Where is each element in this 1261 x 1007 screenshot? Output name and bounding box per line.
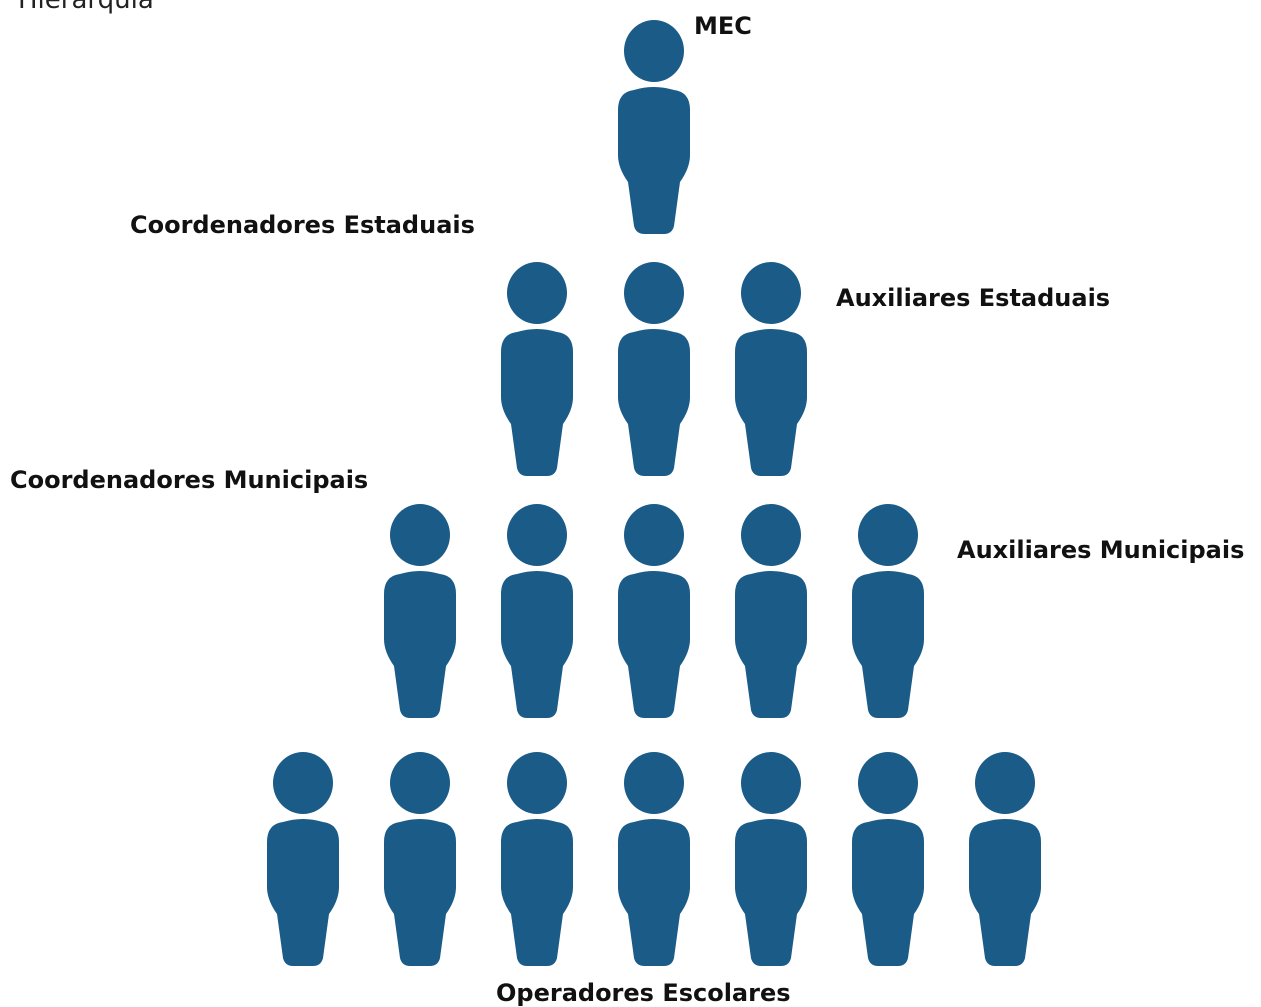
label-mec: MEC [694,12,752,40]
label-coordenadores-estaduais: Coordenadores Estaduais [130,211,475,239]
person-icon [616,752,692,968]
person-icon [499,752,575,968]
person-icon [733,262,809,478]
person-icon [265,752,341,968]
person-icon [850,504,926,720]
person-icon [616,504,692,720]
person-icon [850,752,926,968]
person-icon [733,504,809,720]
person-icon [499,504,575,720]
label-auxiliares-estaduais: Auxiliares Estaduais [836,284,1111,312]
person-icon [967,752,1043,968]
person-icon [616,262,692,478]
person-icon [499,262,575,478]
person-icon [616,20,692,236]
label-coordenadores-municipais: Coordenadores Municipais [10,466,369,494]
page-title: Hierarquia [18,0,154,15]
person-icon [733,752,809,968]
label-operadores-escolares: Operadores Escolares [496,979,791,1007]
label-auxiliares-municipais: Auxiliares Municipais [957,536,1245,564]
person-icon [382,504,458,720]
person-icon [382,752,458,968]
